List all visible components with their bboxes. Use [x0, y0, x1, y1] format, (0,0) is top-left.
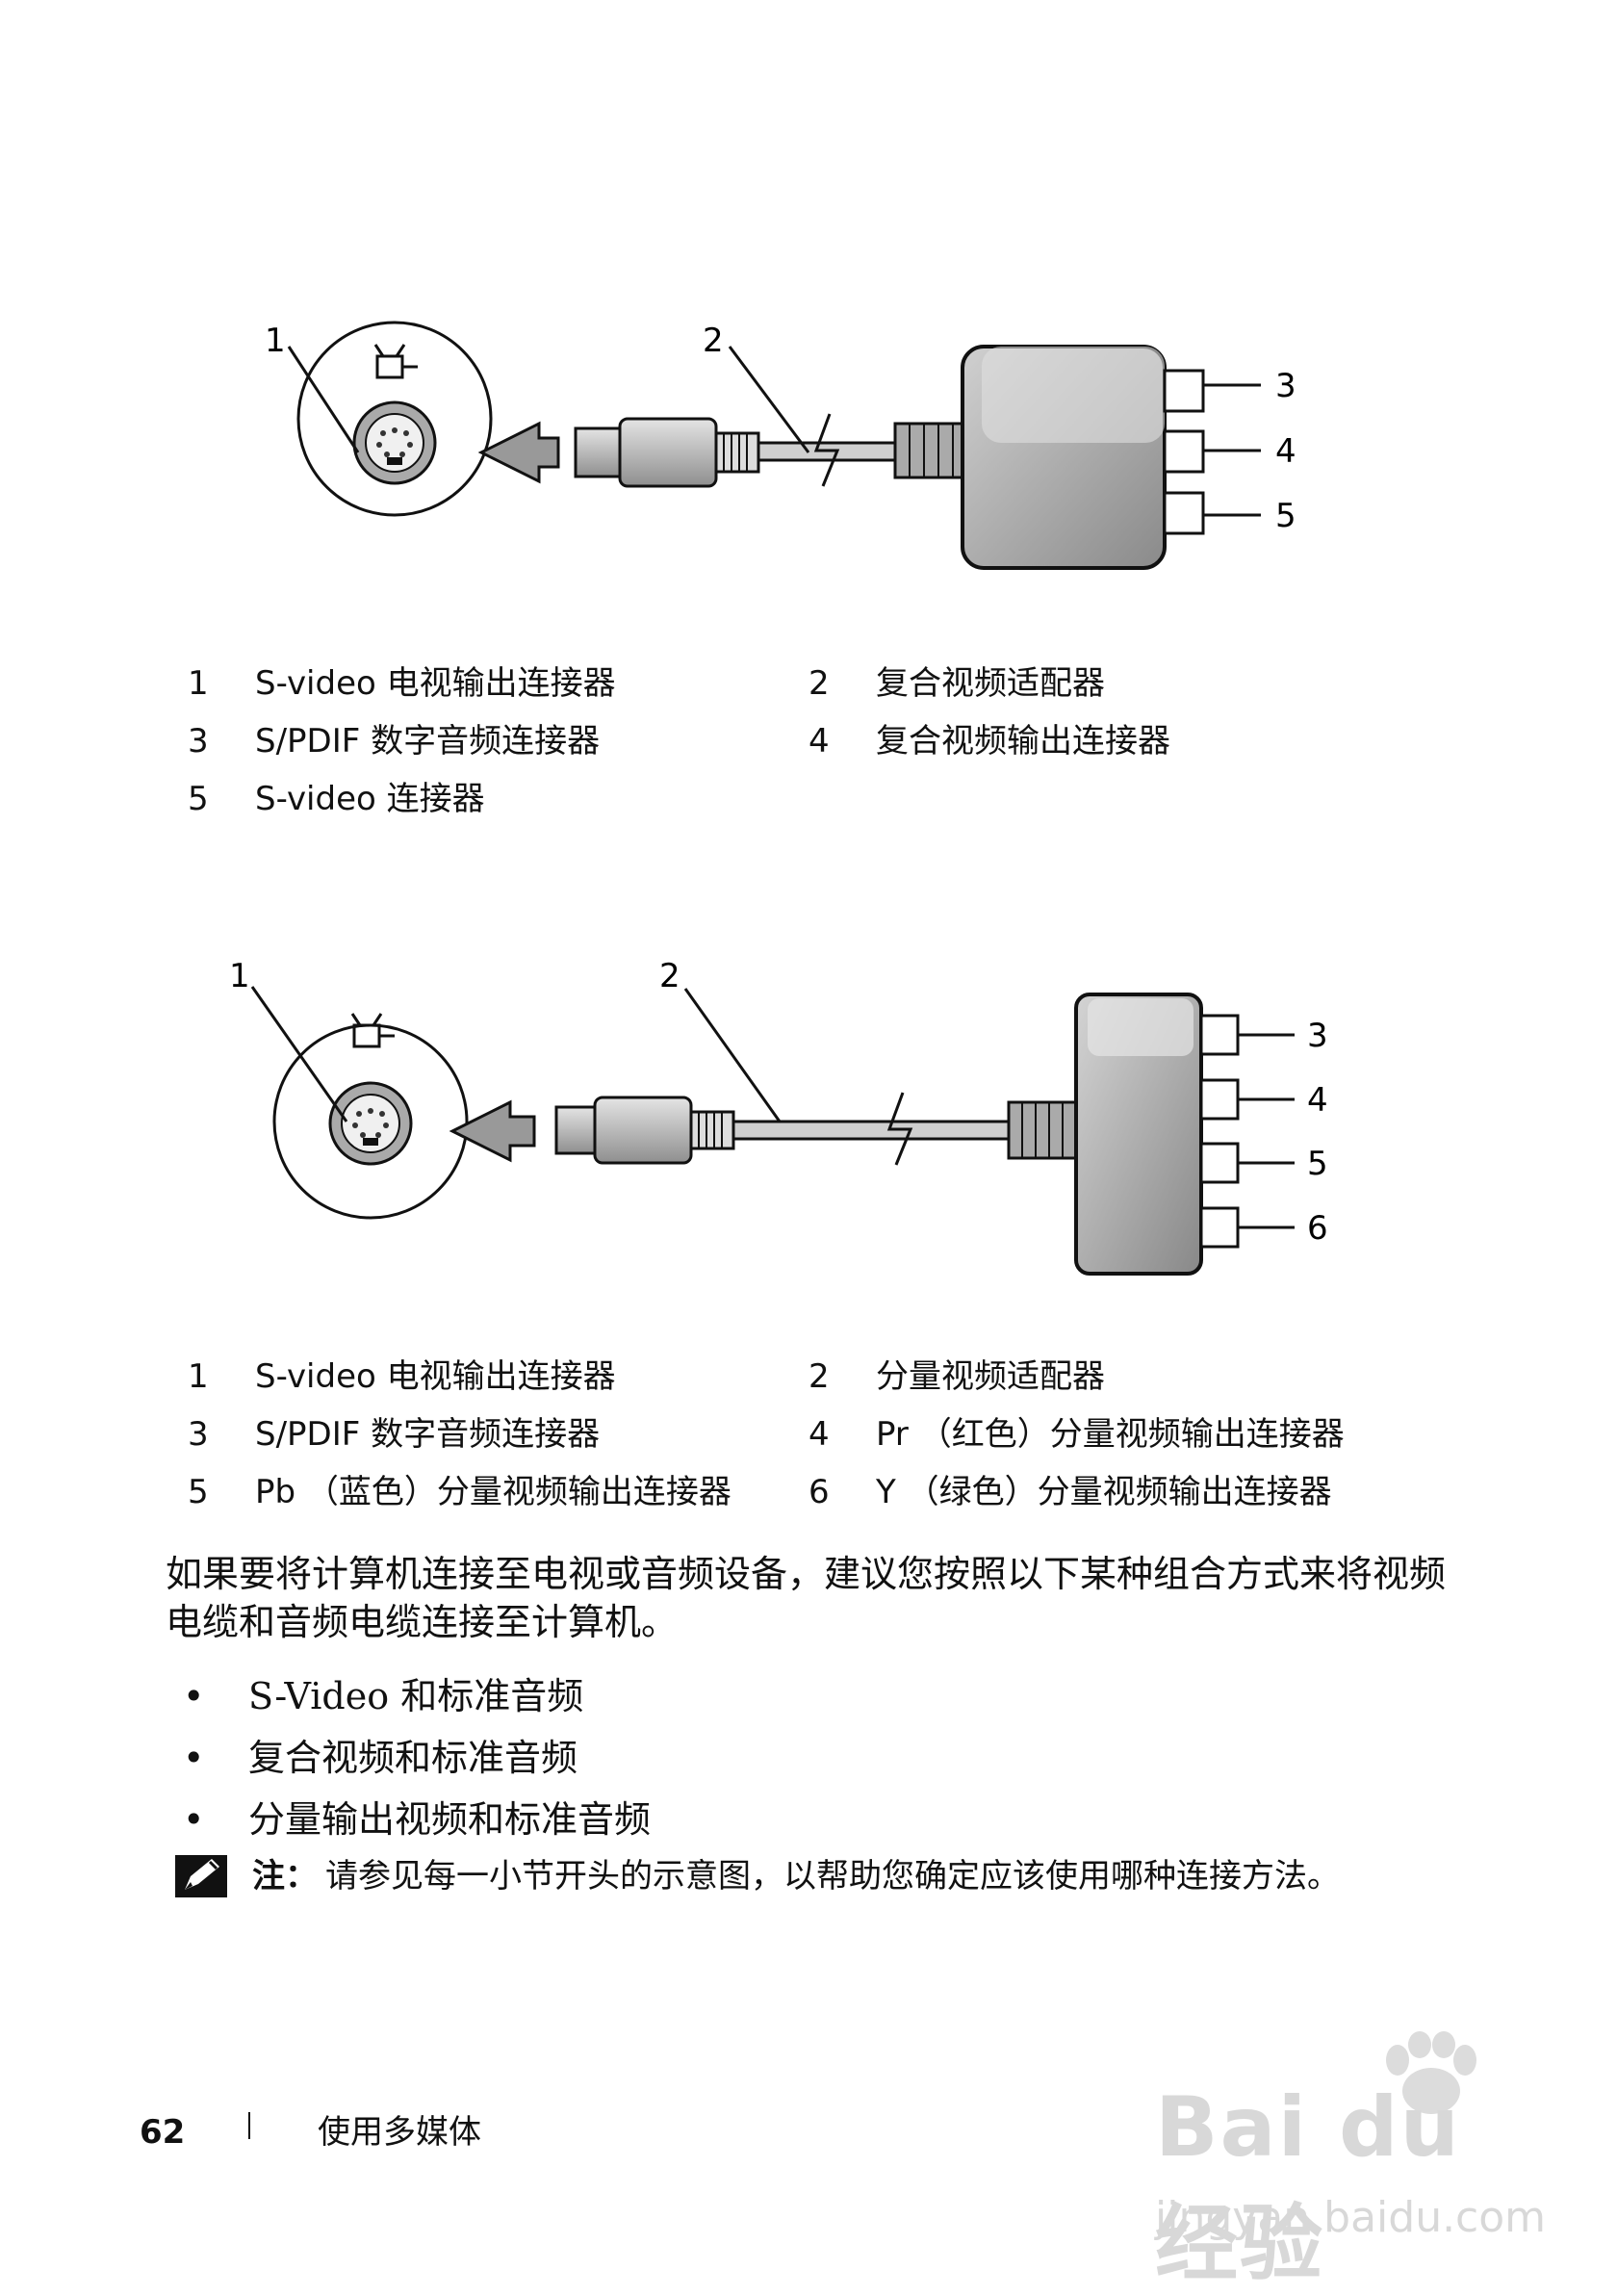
- composite-adapter-diagram: 1 2 3 4 5: [265, 321, 1296, 570]
- callout-2: 2: [659, 957, 680, 995]
- legend-text: S-video 电视输出连接器: [255, 664, 616, 703]
- legend-text: 分量视频适配器: [876, 1357, 1105, 1396]
- legend-number: 4: [808, 722, 830, 761]
- pencil-note-icon: [175, 1855, 227, 1897]
- callout-3: 3: [1307, 1017, 1328, 1055]
- tv-icon: [373, 344, 418, 379]
- note-label: 注：: [252, 1857, 318, 1896]
- cable: [732, 1120, 1013, 1141]
- legend-text: Pr （红色）分量视频输出连接器: [876, 1415, 1345, 1454]
- note-text: 请参见每一小节开头的示意图，以帮助您确定应该使用哪种连接方法。: [325, 1857, 1340, 1896]
- bullet-icon: •: [183, 1737, 205, 1779]
- legend-number: 2: [808, 1357, 830, 1396]
- footer-section-title: 使用多媒体: [318, 2113, 481, 2152]
- legend-number: 1: [188, 664, 209, 703]
- legend-text: S/PDIF 数字音频连接器: [255, 1415, 601, 1454]
- legend-text: Pb （蓝色）分量视频输出连接器: [255, 1473, 732, 1511]
- watermark-brand: Bai du 经验: [1155, 2079, 1461, 2292]
- legend-number: 3: [188, 722, 209, 761]
- legend-number: 5: [188, 780, 209, 818]
- legend-text: Y （绿色）分量视频输出连接器: [876, 1473, 1332, 1511]
- callout-4: 4: [1275, 432, 1296, 471]
- legend-text: S/PDIF 数字音频连接器: [255, 722, 601, 761]
- page-number: 62: [140, 2113, 186, 2152]
- callout-4: 4: [1307, 1081, 1328, 1120]
- figure-composite-adapter: 1 2 3 4 5: [0, 289, 1617, 606]
- body-paragraph: 如果要将计算机连接至电视或音频设备，建议您按照以下某种组合方式来将视频电缆和音频…: [166, 1553, 1447, 1643]
- legend-number: 4: [808, 1415, 830, 1454]
- legend-text: 复合视频适配器: [876, 664, 1105, 703]
- bullet-icon: •: [183, 1675, 205, 1717]
- bullet-icon: •: [183, 1798, 205, 1841]
- svideo-plug: [574, 426, 622, 478]
- component-adapter-box: [1074, 993, 1203, 1276]
- insert-arrow-icon: [449, 1099, 536, 1163]
- figure-component-adapter: 1 2 3 4 5 6: [0, 948, 1617, 1285]
- watermark-url: jingyan.baidu.com: [1155, 2193, 1547, 2242]
- legend-text: S-video 连接器: [255, 780, 485, 818]
- legend-number: 6: [808, 1473, 830, 1511]
- bullet-text: 分量输出视频和标准音频: [248, 1798, 652, 1841]
- callout-3: 3: [1275, 367, 1296, 405]
- callout-5: 5: [1275, 497, 1296, 535]
- bullet-text: 复合视频和标准音频: [248, 1737, 578, 1779]
- footer-divider: [248, 2112, 250, 2139]
- paw-logo-icon: [1386, 2031, 1476, 2114]
- insert-arrow-icon: [477, 421, 560, 484]
- bullet-text: S-Video 和标准音频: [248, 1675, 584, 1717]
- callout-6: 6: [1307, 1209, 1328, 1248]
- callout-2: 2: [703, 322, 724, 360]
- callout-1: 1: [265, 322, 286, 360]
- legend-number: 2: [808, 664, 830, 703]
- callout-5: 5: [1307, 1145, 1328, 1183]
- callout-1: 1: [229, 957, 250, 995]
- legend-text: 复合视频输出连接器: [876, 722, 1170, 761]
- tv-icon: [350, 1013, 395, 1048]
- component-adapter-diagram: 1 2 3 4 5 6: [229, 957, 1328, 1276]
- legend-number: 1: [188, 1357, 209, 1396]
- baidu-watermark: Bai du 经验 jingyan.baidu.com: [1136, 2022, 1546, 2292]
- legend-number: 5: [188, 1473, 209, 1511]
- svideo-plug: [554, 1105, 597, 1155]
- legend-text: S-video 电视输出连接器: [255, 1357, 616, 1396]
- legend-number: 3: [188, 1415, 209, 1454]
